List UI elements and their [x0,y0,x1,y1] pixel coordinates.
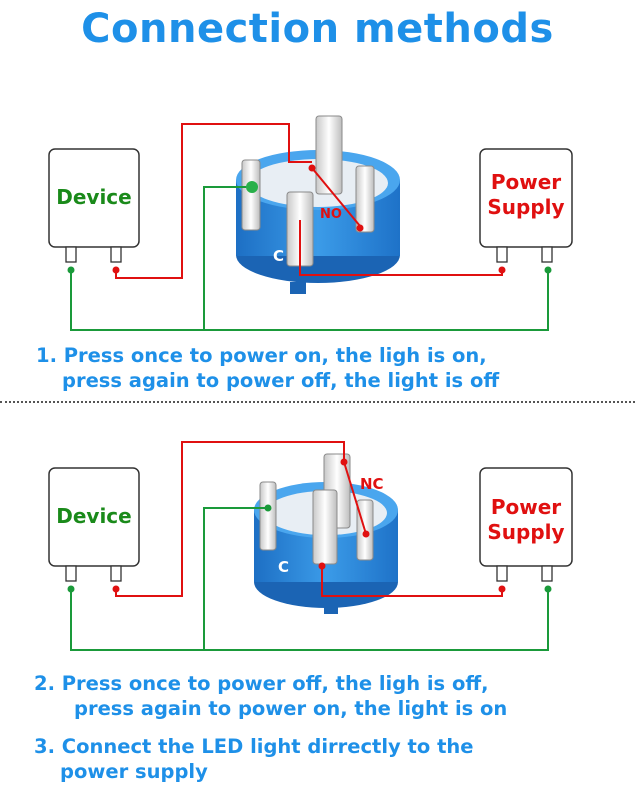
device-label-1: Device [56,185,131,209]
power-label-1a: Power [491,170,561,194]
power-label-2a: Power [491,495,561,519]
green-wire-2 [70,507,549,651]
diagram-2: Device Power Supply NC C [48,441,573,651]
terminal-c-label-1: C [273,247,284,265]
power-supply-box-2: Power Supply [479,467,573,582]
caption-1-line2: press again to power off, the light is o… [62,369,500,392]
device-box-2: Device [48,467,140,582]
note-3-line2: power supply [60,760,208,783]
switch-2: NC C [254,453,398,614]
caption-2-line1: 2. Press once to power off, the ligh is … [34,672,489,695]
terminal-c-label-2: C [278,558,289,576]
caption-1-line1: 1. Press once to power on, the ligh is o… [36,344,487,367]
section-divider [0,401,635,403]
green-wire-1 [70,186,549,331]
caption-2-line2: press again to power on, the light is on [74,697,508,720]
device-box-1: Device [48,148,140,263]
note-3-line1: 3. Connect the LED light dirrectly to th… [34,735,474,758]
terminal-no-label: NO [320,207,342,222]
power-label-1b: Supply [487,195,564,219]
switch-1: NO C [236,115,400,294]
terminal-nc-label: NC [360,475,384,493]
diagram-1: Device Power Supply NO C [48,115,573,331]
page-title: Connection methods [81,6,554,52]
power-label-2b: Supply [487,520,564,544]
power-supply-box-1: Power Supply [479,148,573,263]
device-label-2: Device [56,504,131,528]
